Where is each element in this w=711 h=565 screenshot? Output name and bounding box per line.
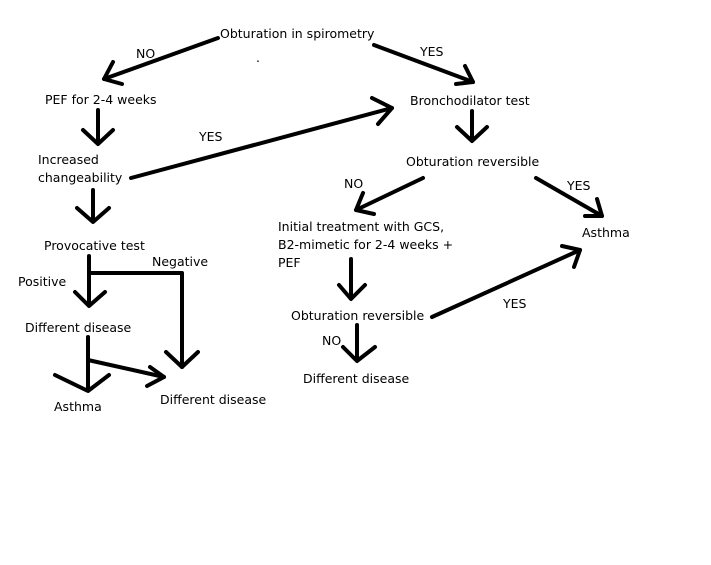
stray-dot: . [256,50,260,65]
node-bronchodilator-test: Bronchodilator test [410,93,530,108]
node-obturation-reversible: Obturation reversible [406,154,540,169]
arrow-reversible-yes-to-asthma [534,176,604,218]
arrow-disease-branches [53,335,166,393]
arrow-bronchodilator-to-reversible [455,109,489,143]
node-provocative-test: Provocative test [44,238,145,253]
node-different-disease-left: Different disease [25,320,132,335]
arrow-provocative-branches [73,254,200,369]
edge-label-yes-top: YES [420,44,444,59]
edge-label-no-top: NO [136,46,156,61]
edge-label-no-second: NO [322,333,342,348]
arrow-reversible-no-to-treatment [354,176,425,216]
arrow-reversible2-yes-to-asthma [430,244,582,319]
edge-label-yes-changeability: YES [199,129,223,144]
edge-label-yes-second: YES [503,296,527,311]
node-pef-for-weeks: PEF for 2-4 weeks [45,92,157,107]
edge-label-positive: Positive [18,274,67,289]
arrow-reversible2-no-to-disease [341,323,377,363]
arrow-pef-to-changeability [81,108,115,146]
arrow-changeability-to-provocative [75,188,111,224]
arrow-yes-to-bronchodilator [372,43,475,86]
edge-label-negative: Negative [152,254,209,269]
node-asthma-right: Asthma [582,225,630,240]
edge-label-no-reversible: NO [344,176,364,191]
arrow-changeability-yes-to-bronchodilator [129,96,394,180]
node-initial-treatment-line1: Initial treatment with GCS, [278,219,445,234]
node-increased-changeability-line2: changeability [38,170,123,185]
node-different-disease-center: Different disease [303,371,410,386]
node-initial-treatment-line2: B2-mimetic for 2-4 weeks + [278,237,454,252]
node-increased-changeability-line1: Increased [38,152,99,167]
node-different-disease-bottom: Different disease [160,392,267,407]
node-obturation-reversible-second: Obturation reversible [291,308,425,323]
arrow-treatment-to-reversible [337,257,367,301]
node-initial-treatment-line3: PEF [278,255,301,270]
node-obturation-in-spirometry: Obturation in spirometry [220,26,375,41]
arrow-no-to-pef [102,36,220,86]
edge-label-yes-reversible: YES [567,178,591,193]
node-asthma-left: Asthma [54,399,102,414]
